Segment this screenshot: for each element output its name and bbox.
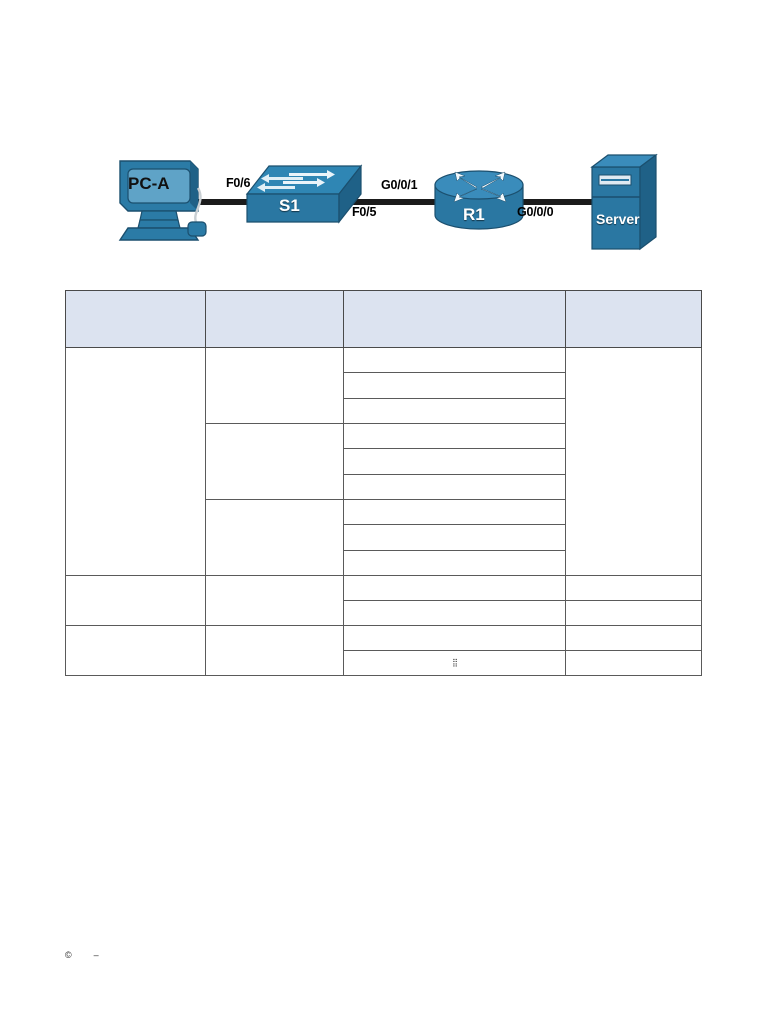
table-row <box>66 600 702 626</box>
device-router-r1: R1 <box>433 169 525 233</box>
cell-group-b1[interactable] <box>205 575 344 626</box>
cell-detail-a1[interactable] <box>343 346 566 374</box>
desktop-computer-icon <box>118 160 207 241</box>
table-row <box>66 372 702 399</box>
cell-device-b[interactable] <box>65 575 206 626</box>
column-header-2 <box>205 290 344 348</box>
device-pc-a: PC-A <box>106 158 214 246</box>
device-server: Server <box>588 153 660 253</box>
table-row <box>66 397 702 425</box>
cell-detail-c2[interactable]: ⣿ <box>343 650 566 676</box>
grid-marker-icon: ⣿ <box>452 658 458 667</box>
column-header-3 <box>343 290 566 348</box>
cell-detail-b1[interactable] <box>343 575 566 601</box>
cell-group-a1[interactable] <box>205 347 344 424</box>
column-header-4 <box>565 290 702 348</box>
cell-device-a[interactable] <box>65 347 206 576</box>
device-label-r1: R1 <box>463 205 485 224</box>
addressing-table: ⣿ <box>65 290 702 676</box>
table-row <box>66 498 702 576</box>
cell-detail-a2[interactable] <box>343 372 566 399</box>
iface-label-f0-5: F0/5 <box>352 205 377 219</box>
table-row <box>66 473 702 501</box>
footer-dash: – <box>93 950 99 960</box>
table-row <box>66 524 702 551</box>
iface-label-g0-0-1: G0/0/1 <box>381 178 418 192</box>
network-switch-icon <box>245 164 363 224</box>
cell-group-a2[interactable] <box>205 423 344 500</box>
link-pc-to-switch <box>152 199 264 205</box>
cell-detail-a3[interactable] <box>343 397 566 425</box>
table-row <box>66 448 702 475</box>
cell-detail-a6[interactable] <box>343 473 566 501</box>
link-switch-to-router <box>348 199 448 205</box>
table-row <box>65 625 702 676</box>
table-row <box>66 549 702 577</box>
cell-detail-a9[interactable] <box>343 549 566 577</box>
cell-detail-b2[interactable] <box>343 600 566 626</box>
device-label-server: Server <box>596 211 640 227</box>
table-row <box>66 422 702 500</box>
cell-value-b2[interactable] <box>565 600 702 626</box>
column-header-1 <box>65 290 206 348</box>
link-router-to-server <box>508 199 606 205</box>
table-row <box>65 346 702 576</box>
device-switch-s1: S1 <box>243 164 365 232</box>
cell-value-c1[interactable] <box>565 625 702 651</box>
device-label-s1: S1 <box>279 196 300 215</box>
cell-detail-a7[interactable] <box>343 498 566 526</box>
cell-detail-c1[interactable] <box>343 625 566 651</box>
cell-group-a3[interactable] <box>205 499 344 576</box>
cell-detail-a5[interactable] <box>343 448 566 475</box>
copyright-icon: © <box>65 950 72 960</box>
page-footer: ©– <box>65 950 705 968</box>
table-row: ⣿ <box>66 650 702 676</box>
iface-label-g0-0-0: G0/0/0 <box>517 205 554 219</box>
device-label-pc-a: PC-A <box>128 174 170 193</box>
cell-detail-a8[interactable] <box>343 524 566 551</box>
cell-detail-a4[interactable] <box>343 422 566 450</box>
cell-value-a[interactable] <box>565 347 702 576</box>
router-icon <box>434 170 524 230</box>
table-header-row <box>65 290 702 348</box>
network-topology-diagram: PC-A S1 <box>0 0 768 280</box>
cell-value-c2[interactable] <box>565 650 702 676</box>
cell-group-c1[interactable] <box>205 625 344 676</box>
cell-device-c[interactable] <box>65 625 206 676</box>
table-row <box>65 575 702 626</box>
cell-value-b1[interactable] <box>565 575 702 601</box>
iface-label-f0-6: F0/6 <box>226 176 251 190</box>
server-tower-icon <box>590 153 658 251</box>
